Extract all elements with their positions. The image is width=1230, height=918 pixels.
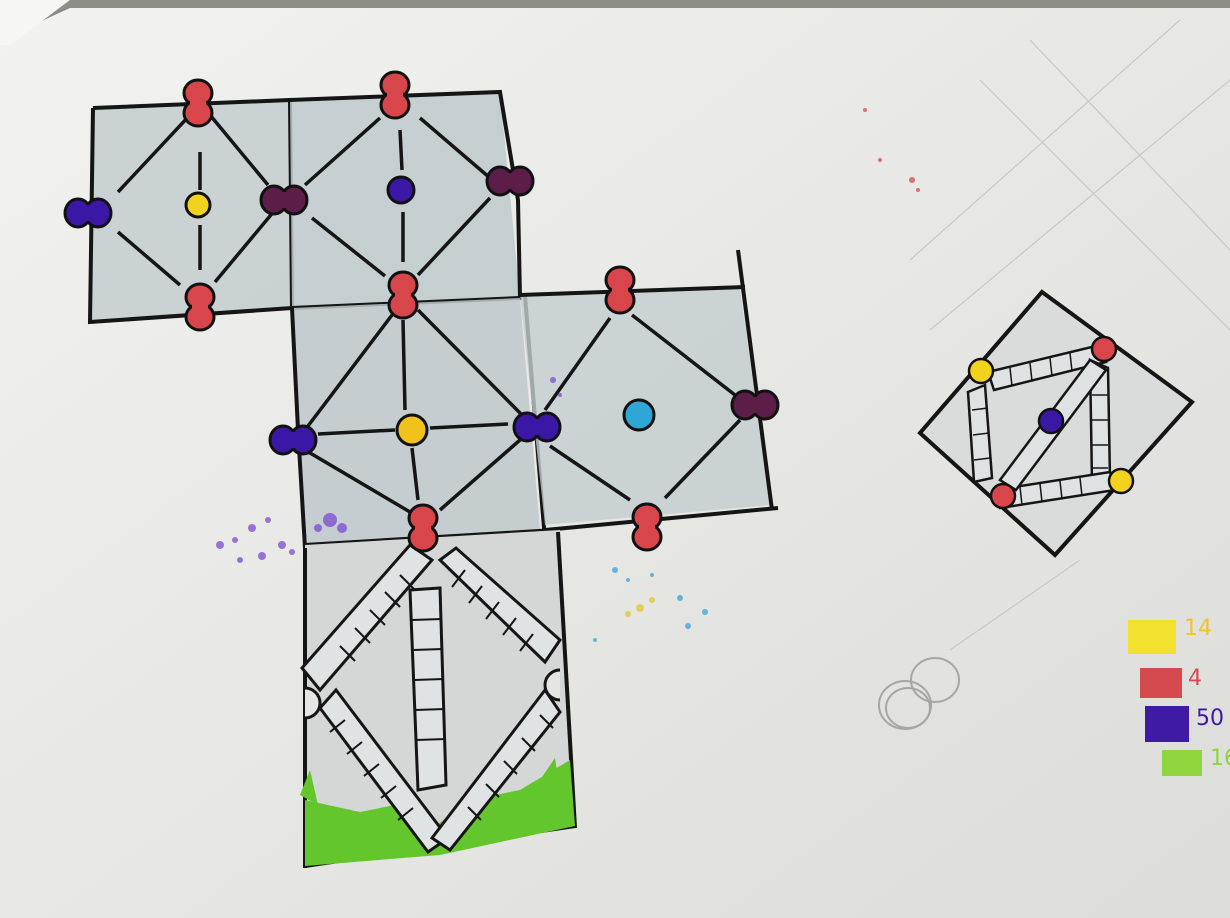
key-label-green: 16 [1210, 746, 1230, 771]
key-label-purple: 50 [1196, 706, 1224, 731]
key-label-red: 4 [1188, 666, 1202, 691]
key-swatch-purple [1145, 706, 1189, 742]
tile-ladder [300, 530, 575, 868]
key-swatch-red [1140, 668, 1182, 698]
key-swatch-yellow [1128, 620, 1176, 654]
tile-right [520, 250, 778, 530]
key-label-yellow: 14 [1184, 616, 1212, 641]
key-swatch-green [1162, 750, 1202, 776]
